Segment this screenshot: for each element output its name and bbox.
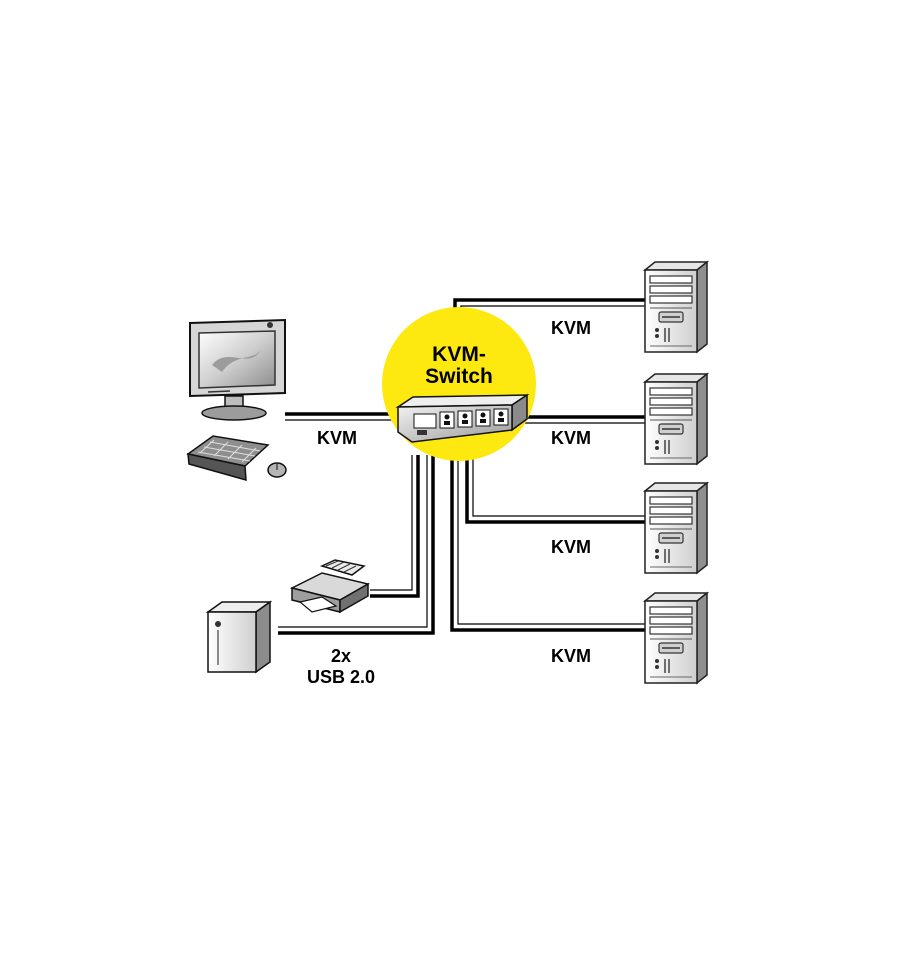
switch-title-line1: KVM- bbox=[432, 343, 486, 366]
tower-pc-icon bbox=[644, 482, 708, 574]
kvm-switch-icon bbox=[395, 393, 530, 443]
switch-title-line2: Switch bbox=[425, 365, 493, 388]
console-cable-label: KVM bbox=[317, 428, 357, 448]
external-drive-icon bbox=[205, 600, 273, 674]
tower-pc-icon bbox=[644, 592, 708, 684]
computer-3 bbox=[644, 482, 708, 574]
keyboard-icon bbox=[186, 435, 270, 482]
cable-usb-printer bbox=[370, 455, 420, 598]
printer-icon bbox=[289, 559, 371, 614]
usb-label-count: 2x bbox=[331, 646, 351, 666]
kvm-switch-node: KVM- Switch bbox=[382, 307, 536, 461]
cable-pc-4 bbox=[450, 455, 645, 632]
pc-3-cable-label: KVM bbox=[551, 537, 591, 557]
mouse-icon bbox=[267, 462, 287, 478]
computer-1 bbox=[644, 261, 708, 353]
pc-4-cable-label: KVM bbox=[551, 646, 591, 666]
tower-pc-icon bbox=[644, 261, 708, 353]
tower-pc-icon bbox=[644, 373, 708, 465]
console-station bbox=[186, 318, 287, 482]
computer-4 bbox=[644, 592, 708, 684]
pc-1-cable-label: KVM bbox=[551, 318, 591, 338]
usb-label-version: USB 2.0 bbox=[307, 667, 375, 687]
cable-usb-drive bbox=[278, 455, 435, 635]
cable-pc-3 bbox=[465, 455, 645, 524]
monitor-icon bbox=[189, 318, 286, 421]
computer-2 bbox=[644, 373, 708, 465]
pc-2-cable-label: KVM bbox=[551, 428, 591, 448]
